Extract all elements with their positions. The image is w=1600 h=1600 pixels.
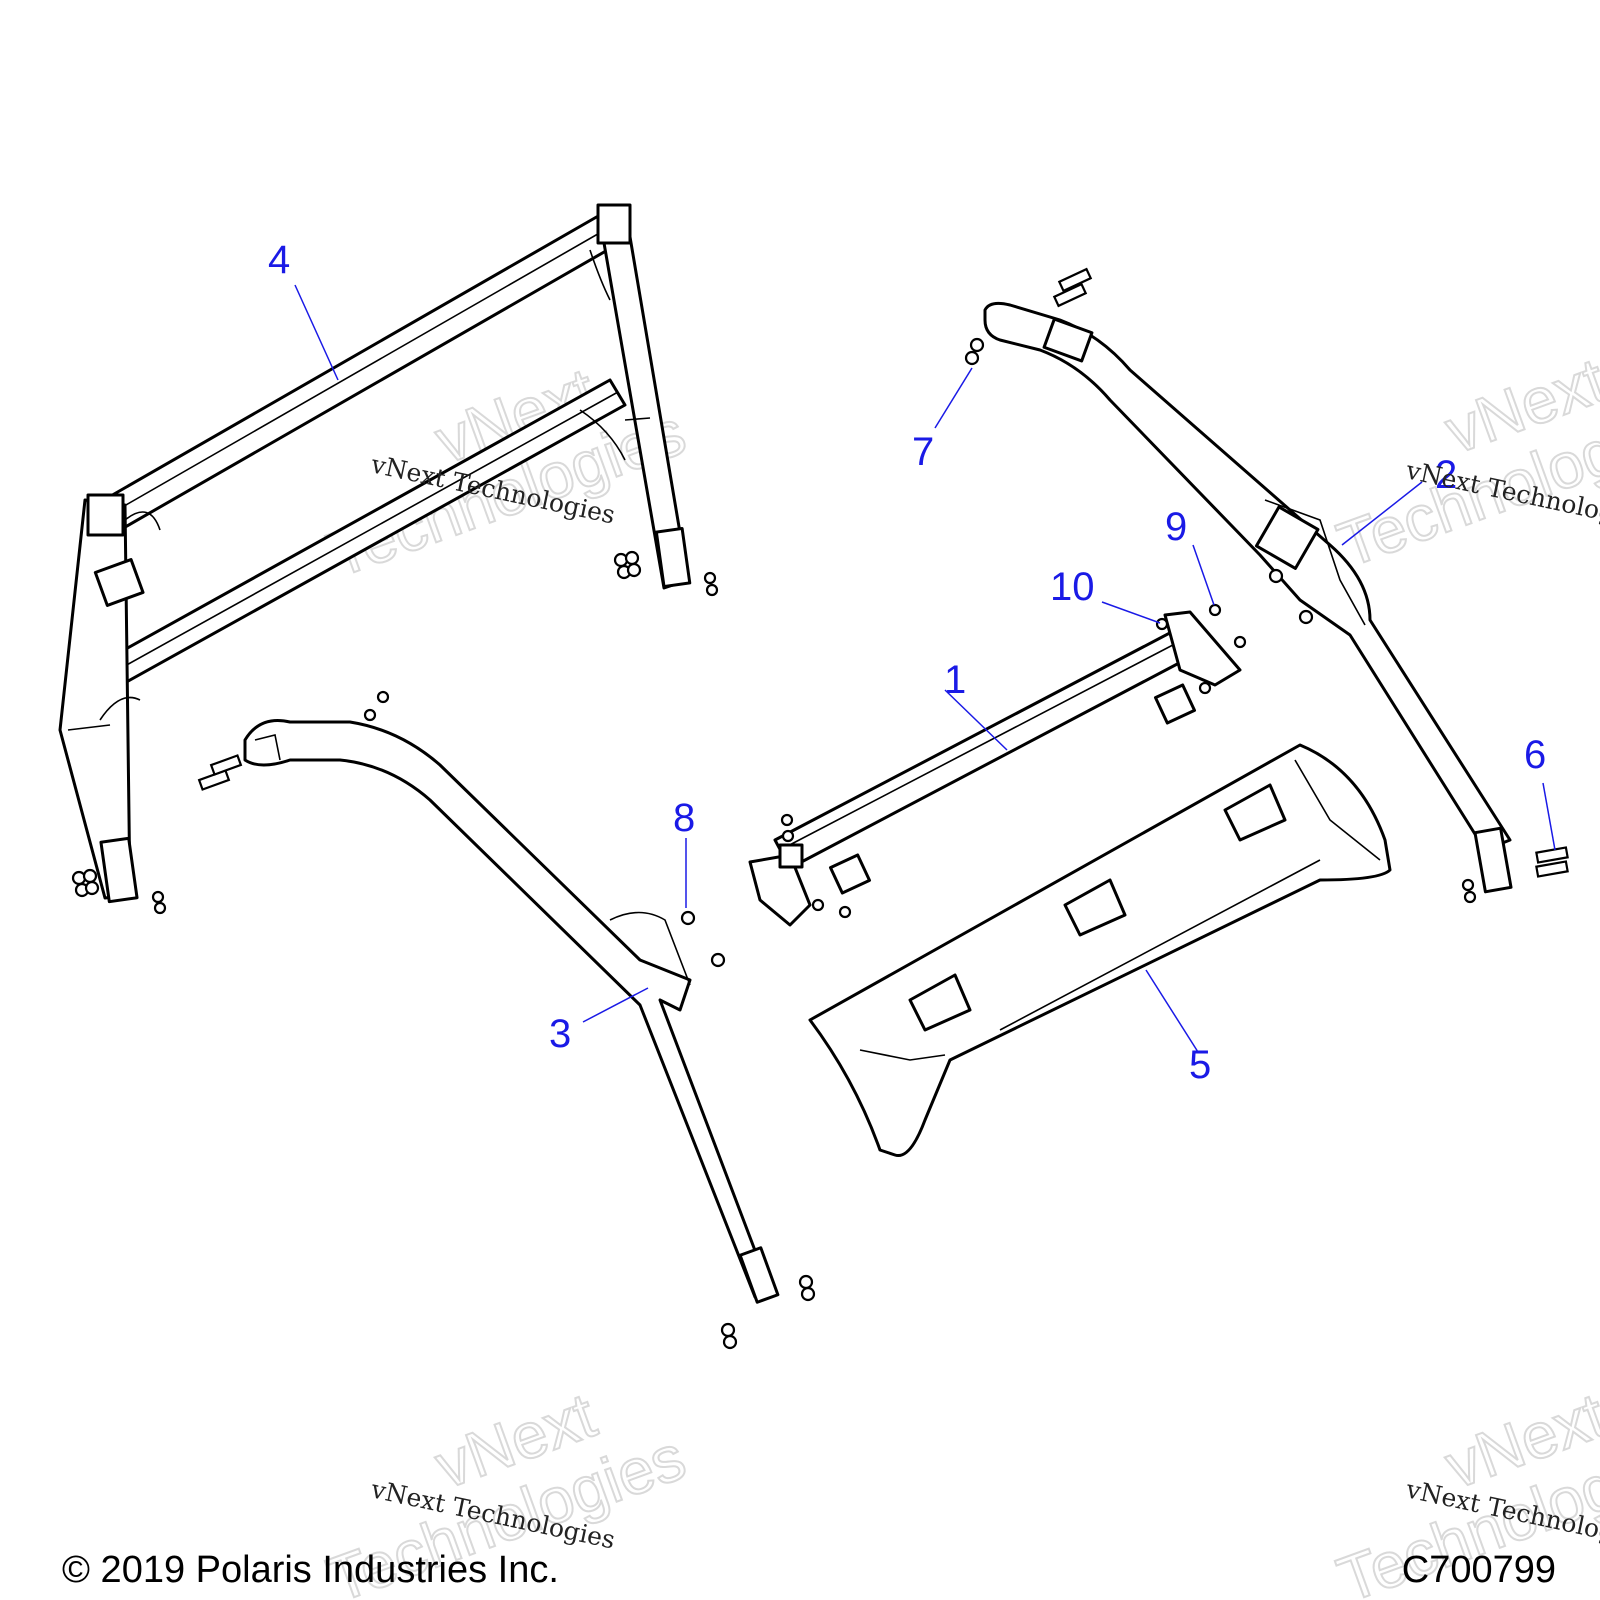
callout-5: 5	[1189, 1043, 1211, 1087]
part-2-right-side-bar	[983, 301, 1513, 894]
drawing-number: C700799	[1401, 1549, 1556, 1591]
watermark-large-group: vNext Technologies vNext Technologies vN…	[318, 343, 1600, 1600]
leader-line-4	[294, 284, 339, 381]
part-4-rear-frame	[58, 203, 692, 904]
callout-2: 2	[1435, 453, 1457, 497]
callout-10: 10	[1050, 565, 1095, 609]
leader-line-3	[582, 987, 649, 1023]
callout-4: 4	[268, 238, 290, 282]
leader-line-9	[1192, 544, 1215, 606]
leader-line-1	[944, 689, 1008, 751]
leader-line-2	[1341, 481, 1423, 546]
callout-1: 1	[944, 658, 966, 702]
part-5-rear-panel	[808, 743, 1392, 1158]
leader-line-5	[1145, 969, 1199, 1053]
part-1-cross-bar	[748, 610, 1242, 927]
callout-3: 3	[549, 1012, 571, 1056]
callout-labels: 4 2 1 3 5 6 7 8 9 10	[268, 238, 1546, 1087]
leader-line-10	[1101, 601, 1161, 624]
callout-6: 6	[1524, 733, 1546, 777]
leader-line-7	[934, 367, 973, 429]
leader-line-6	[1542, 782, 1556, 851]
callout-8: 8	[673, 796, 695, 840]
leader-lines	[294, 284, 1556, 1053]
copyright-notice: © 2019 Polaris Industries Inc.	[62, 1549, 559, 1591]
part-3-left-side-bar	[243, 719, 780, 1304]
hardware-fasteners	[71, 267, 1569, 1350]
callout-9: 9	[1165, 505, 1187, 549]
callout-7: 7	[912, 430, 934, 474]
